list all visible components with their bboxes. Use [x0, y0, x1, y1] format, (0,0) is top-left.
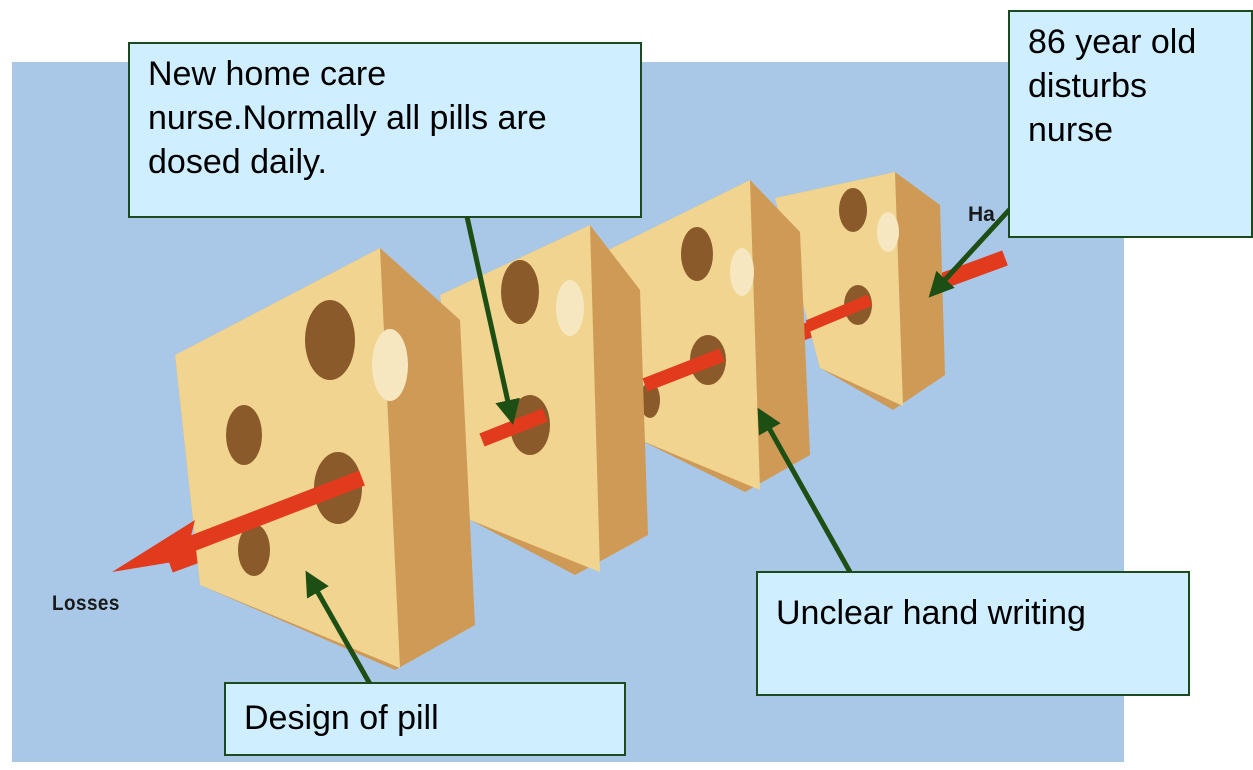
callout-patient: 86 year old disturbs nurse — [1008, 10, 1253, 238]
callout-nurse: New home care nurse.Normally all pills a… — [128, 42, 642, 218]
losses-label: Losses — [52, 592, 120, 616]
hazards-label: Ha — [968, 203, 995, 227]
callout-pill-design: Design of pill — [224, 682, 626, 756]
callout-handwriting: Unclear hand writing — [756, 571, 1190, 696]
